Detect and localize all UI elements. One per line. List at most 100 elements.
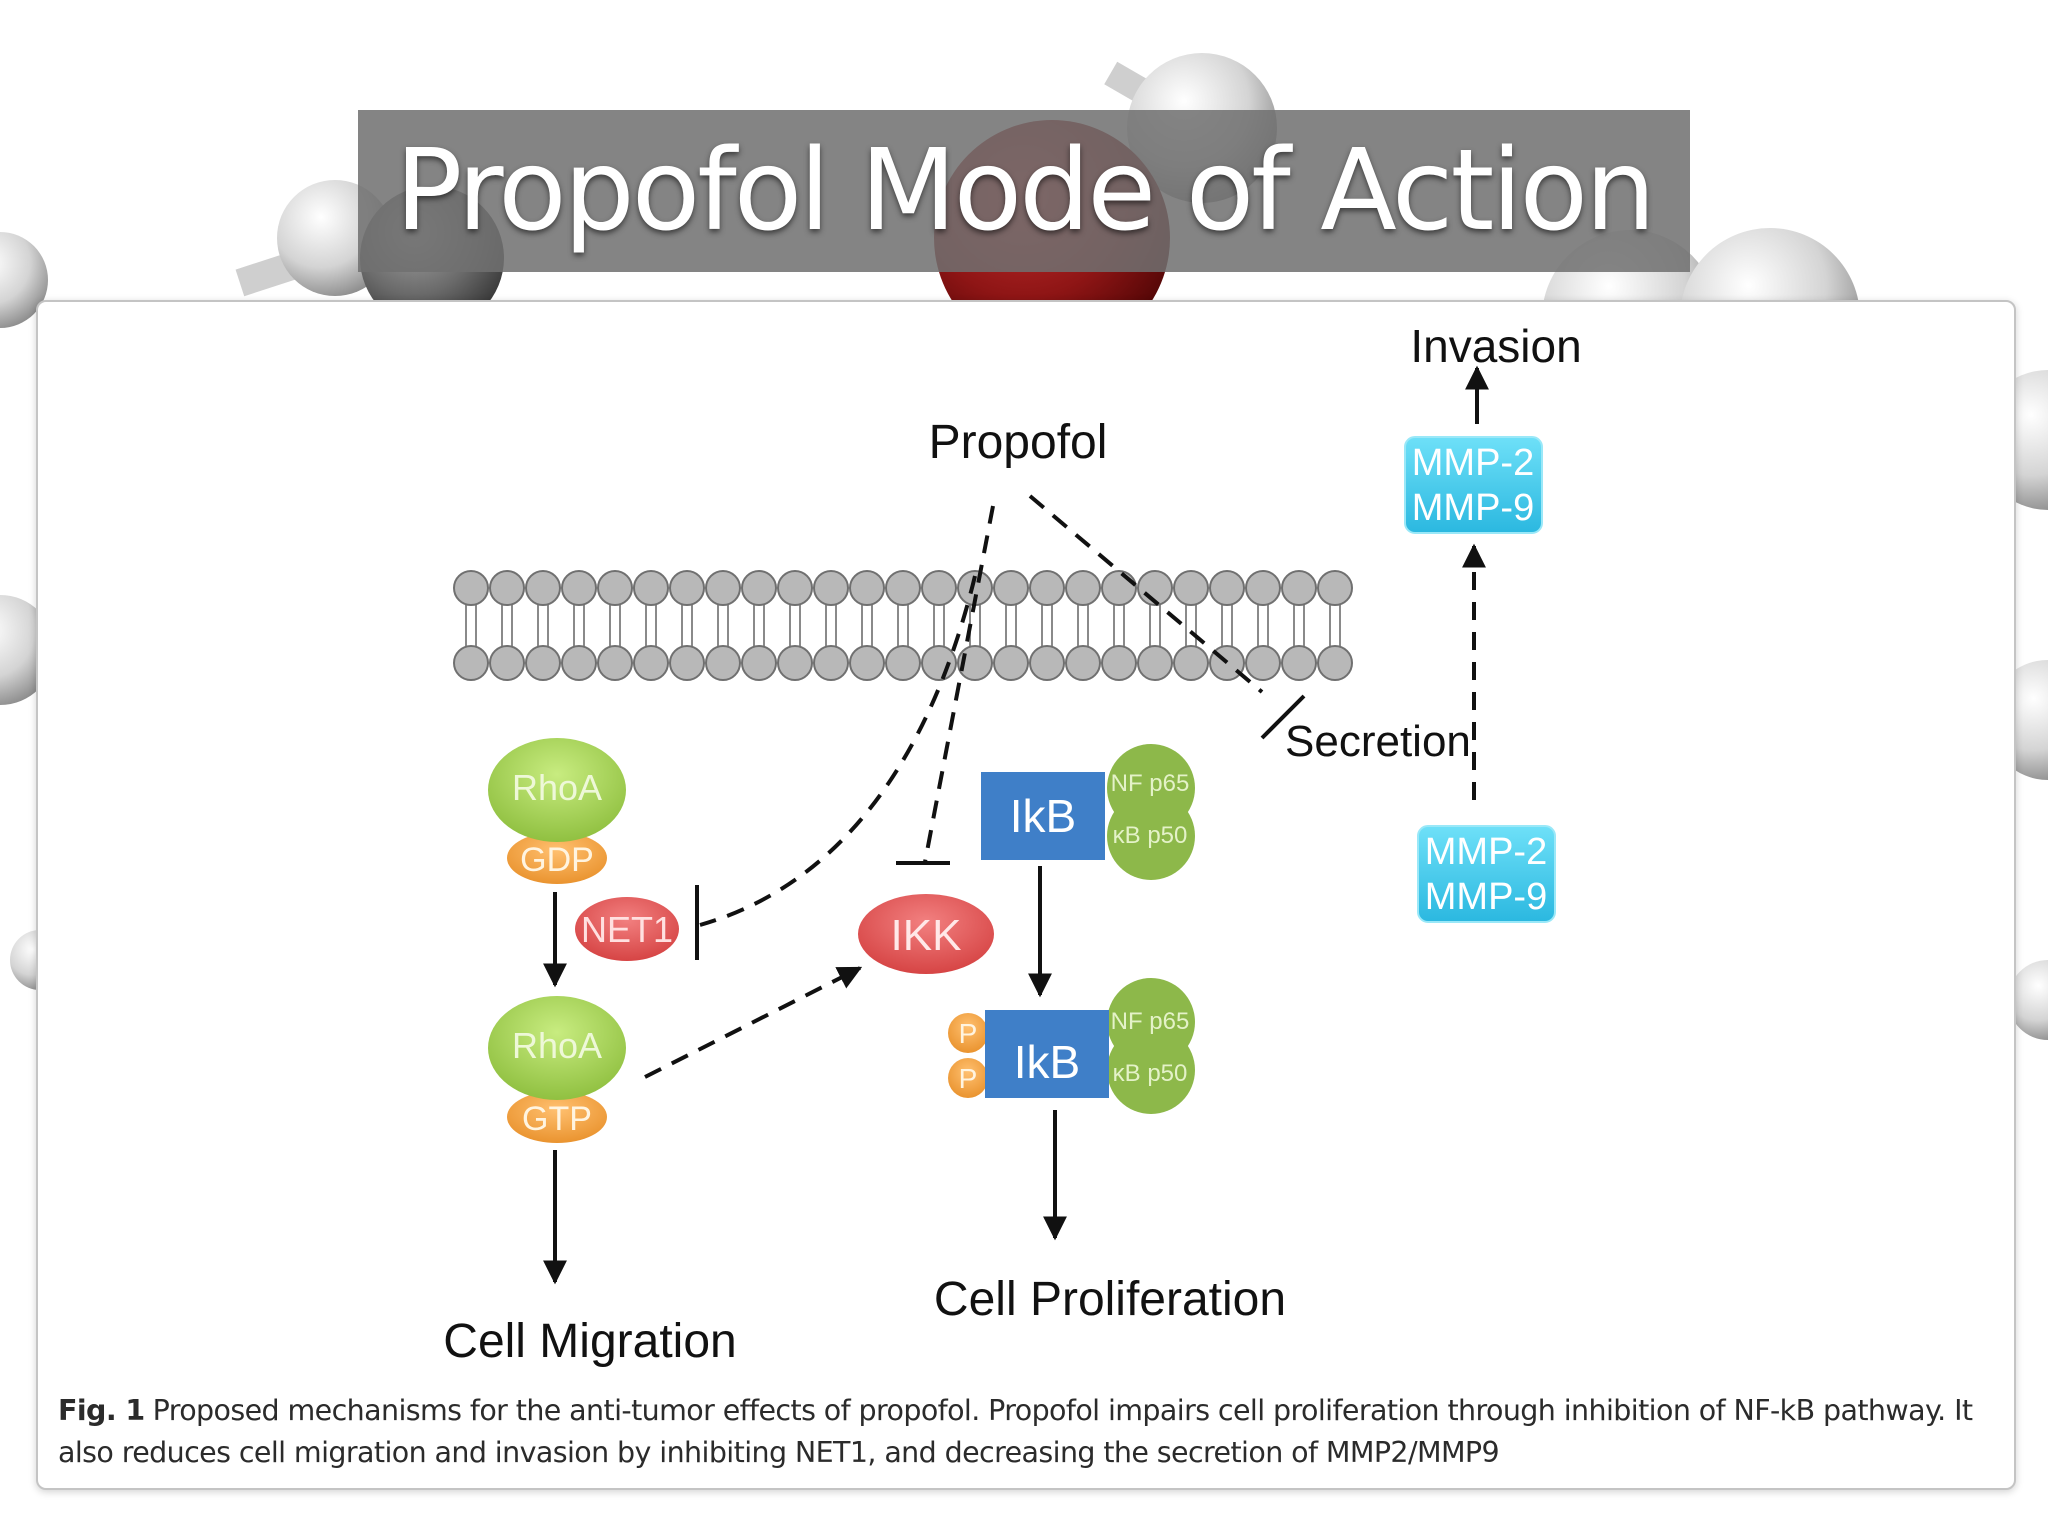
lipid-head-outer: [453, 570, 489, 606]
ikk-inhibition-path: [923, 505, 995, 863]
rhoa-gdp-nucleotide: GDP: [520, 841, 594, 879]
cell-proliferation-label: Cell Proliferation: [934, 1273, 1286, 1326]
lipid-head-outer: [1029, 570, 1065, 606]
lipid-head-inner: [597, 645, 633, 681]
lipid-head-inner: [1065, 645, 1101, 681]
caption-label: Fig. 1: [58, 1394, 145, 1427]
lipid-head-outer: [849, 570, 885, 606]
lipid-head-inner: [1245, 645, 1281, 681]
lipid-tails: [897, 603, 909, 648]
lipid-tails: [1185, 603, 1197, 648]
lipid-tails: [681, 603, 693, 648]
mmp-top-line2: MMP-9: [1412, 487, 1534, 529]
lipid-tails: [645, 603, 657, 648]
lipid-head-inner: [741, 645, 777, 681]
secretion-inhibition-path: [1028, 494, 1264, 694]
lipid-tails: [1041, 603, 1053, 648]
ikb-bottom-label: IkB: [1014, 1036, 1080, 1088]
lipid-head-inner: [993, 645, 1029, 681]
net1-node: NET1: [575, 897, 679, 961]
rhoa-gtp-protein: RhoA: [512, 1025, 602, 1066]
lipid-head-outer: [1245, 570, 1281, 606]
ikb-bottom-nf: NF p65: [1111, 1008, 1190, 1035]
lipid-head-inner: [705, 645, 741, 681]
lipid-head-inner: [921, 645, 957, 681]
rhoa-gdp-complex: RhoA GDP: [488, 738, 626, 884]
lipid-tails: [1257, 603, 1269, 648]
lipid-head-inner: [669, 645, 705, 681]
mmp-top-line1: MMP-2: [1412, 442, 1534, 484]
lipid-head-outer: [1281, 570, 1317, 606]
net1-inhibition-path: [699, 575, 977, 927]
lipid-tails: [717, 603, 729, 648]
ikb-top-nf: NF p65: [1111, 770, 1190, 797]
lipid-head-inner: [1317, 645, 1353, 681]
caption-text: Proposed mechanisms for the anti-tumor e…: [58, 1394, 1973, 1469]
lipid-head-outer: [741, 570, 777, 606]
lipid-head-outer: [1317, 570, 1353, 606]
rhoa-to-ikk-path: [644, 966, 863, 1079]
mmp-complex-bottom: MMP-2 MMP-9: [1417, 825, 1556, 923]
lipid-head-outer: [993, 570, 1029, 606]
lipid-head-inner: [453, 645, 489, 681]
lipid-tails: [933, 603, 945, 648]
lipid-head-inner: [1029, 645, 1065, 681]
ikb-top-kb: κB p50: [1113, 822, 1188, 849]
lipid-head-outer: [1209, 570, 1245, 606]
mmp-bottom-line1: MMP-2: [1425, 831, 1547, 873]
figure-panel: [36, 300, 2016, 1490]
lipid-head-inner: [489, 645, 525, 681]
lipid-head-outer: [705, 570, 741, 606]
mmp-bottom-line2: MMP-9: [1425, 876, 1547, 918]
lipid-tails: [501, 603, 513, 648]
lipid-head-outer: [633, 570, 669, 606]
lipid-head-inner: [885, 645, 921, 681]
lipid-head-inner: [777, 645, 813, 681]
title-banner: Propofol Mode of Action: [358, 110, 1690, 272]
lipid-tails: [573, 603, 585, 648]
ikk-label: IKK: [891, 911, 962, 960]
lipid-tails: [1293, 603, 1305, 648]
lipid-tails: [789, 603, 801, 648]
lipid-head-inner: [561, 645, 597, 681]
lipid-head-outer: [1101, 570, 1137, 606]
propofol-label: Propofol: [929, 416, 1108, 469]
cell-migration-label: Cell Migration: [443, 1315, 736, 1368]
phospho-ikb-nfkb-complex: NF p65 κB p50 P P IkB: [948, 978, 1195, 1114]
lipid-head-outer: [777, 570, 813, 606]
lipid-head-outer: [525, 570, 561, 606]
ikb-bottom-kb: κB p50: [1113, 1060, 1188, 1087]
lipid-head-outer: [921, 570, 957, 606]
lipid-tails: [609, 603, 621, 648]
lipid-head-outer: [1065, 570, 1101, 606]
secretion-label: Secretion: [1285, 717, 1471, 766]
lipid-head-outer: [489, 570, 525, 606]
secretion-inhibition-bar: [1260, 694, 1306, 740]
cell-membrane: [453, 570, 1353, 681]
lipid-tails: [1005, 603, 1017, 648]
lipid-head-inner: [1281, 645, 1317, 681]
lipid-head-inner: [849, 645, 885, 681]
page-title: Propofol Mode of Action: [394, 126, 1656, 256]
lipid-head-outer: [597, 570, 633, 606]
rhoa-gdp-protein: RhoA: [512, 767, 602, 808]
invasion-label: Invasion: [1410, 320, 1581, 372]
net1-label: NET1: [581, 909, 673, 950]
lipid-tails: [1221, 603, 1233, 648]
lipid-head-inner: [1173, 645, 1209, 681]
phospho-1: P: [959, 1018, 978, 1049]
lipid-tails: [753, 603, 765, 648]
lipid-tails: [1077, 603, 1089, 648]
ikb-nfkb-complex: NF p65 κB p50 IkB: [981, 744, 1195, 880]
lipid-tails: [1149, 603, 1161, 648]
phospho-2: P: [959, 1063, 978, 1094]
mmp-complex-top: MMP-2 MMP-9: [1404, 436, 1543, 534]
lipid-head-outer: [813, 570, 849, 606]
rhoa-gtp-nucleotide: GTP: [522, 1100, 592, 1138]
lipid-head-inner: [813, 645, 849, 681]
lipid-head-inner: [525, 645, 561, 681]
lipid-tails: [1329, 603, 1341, 648]
ikb-top-label: IkB: [1010, 790, 1076, 842]
